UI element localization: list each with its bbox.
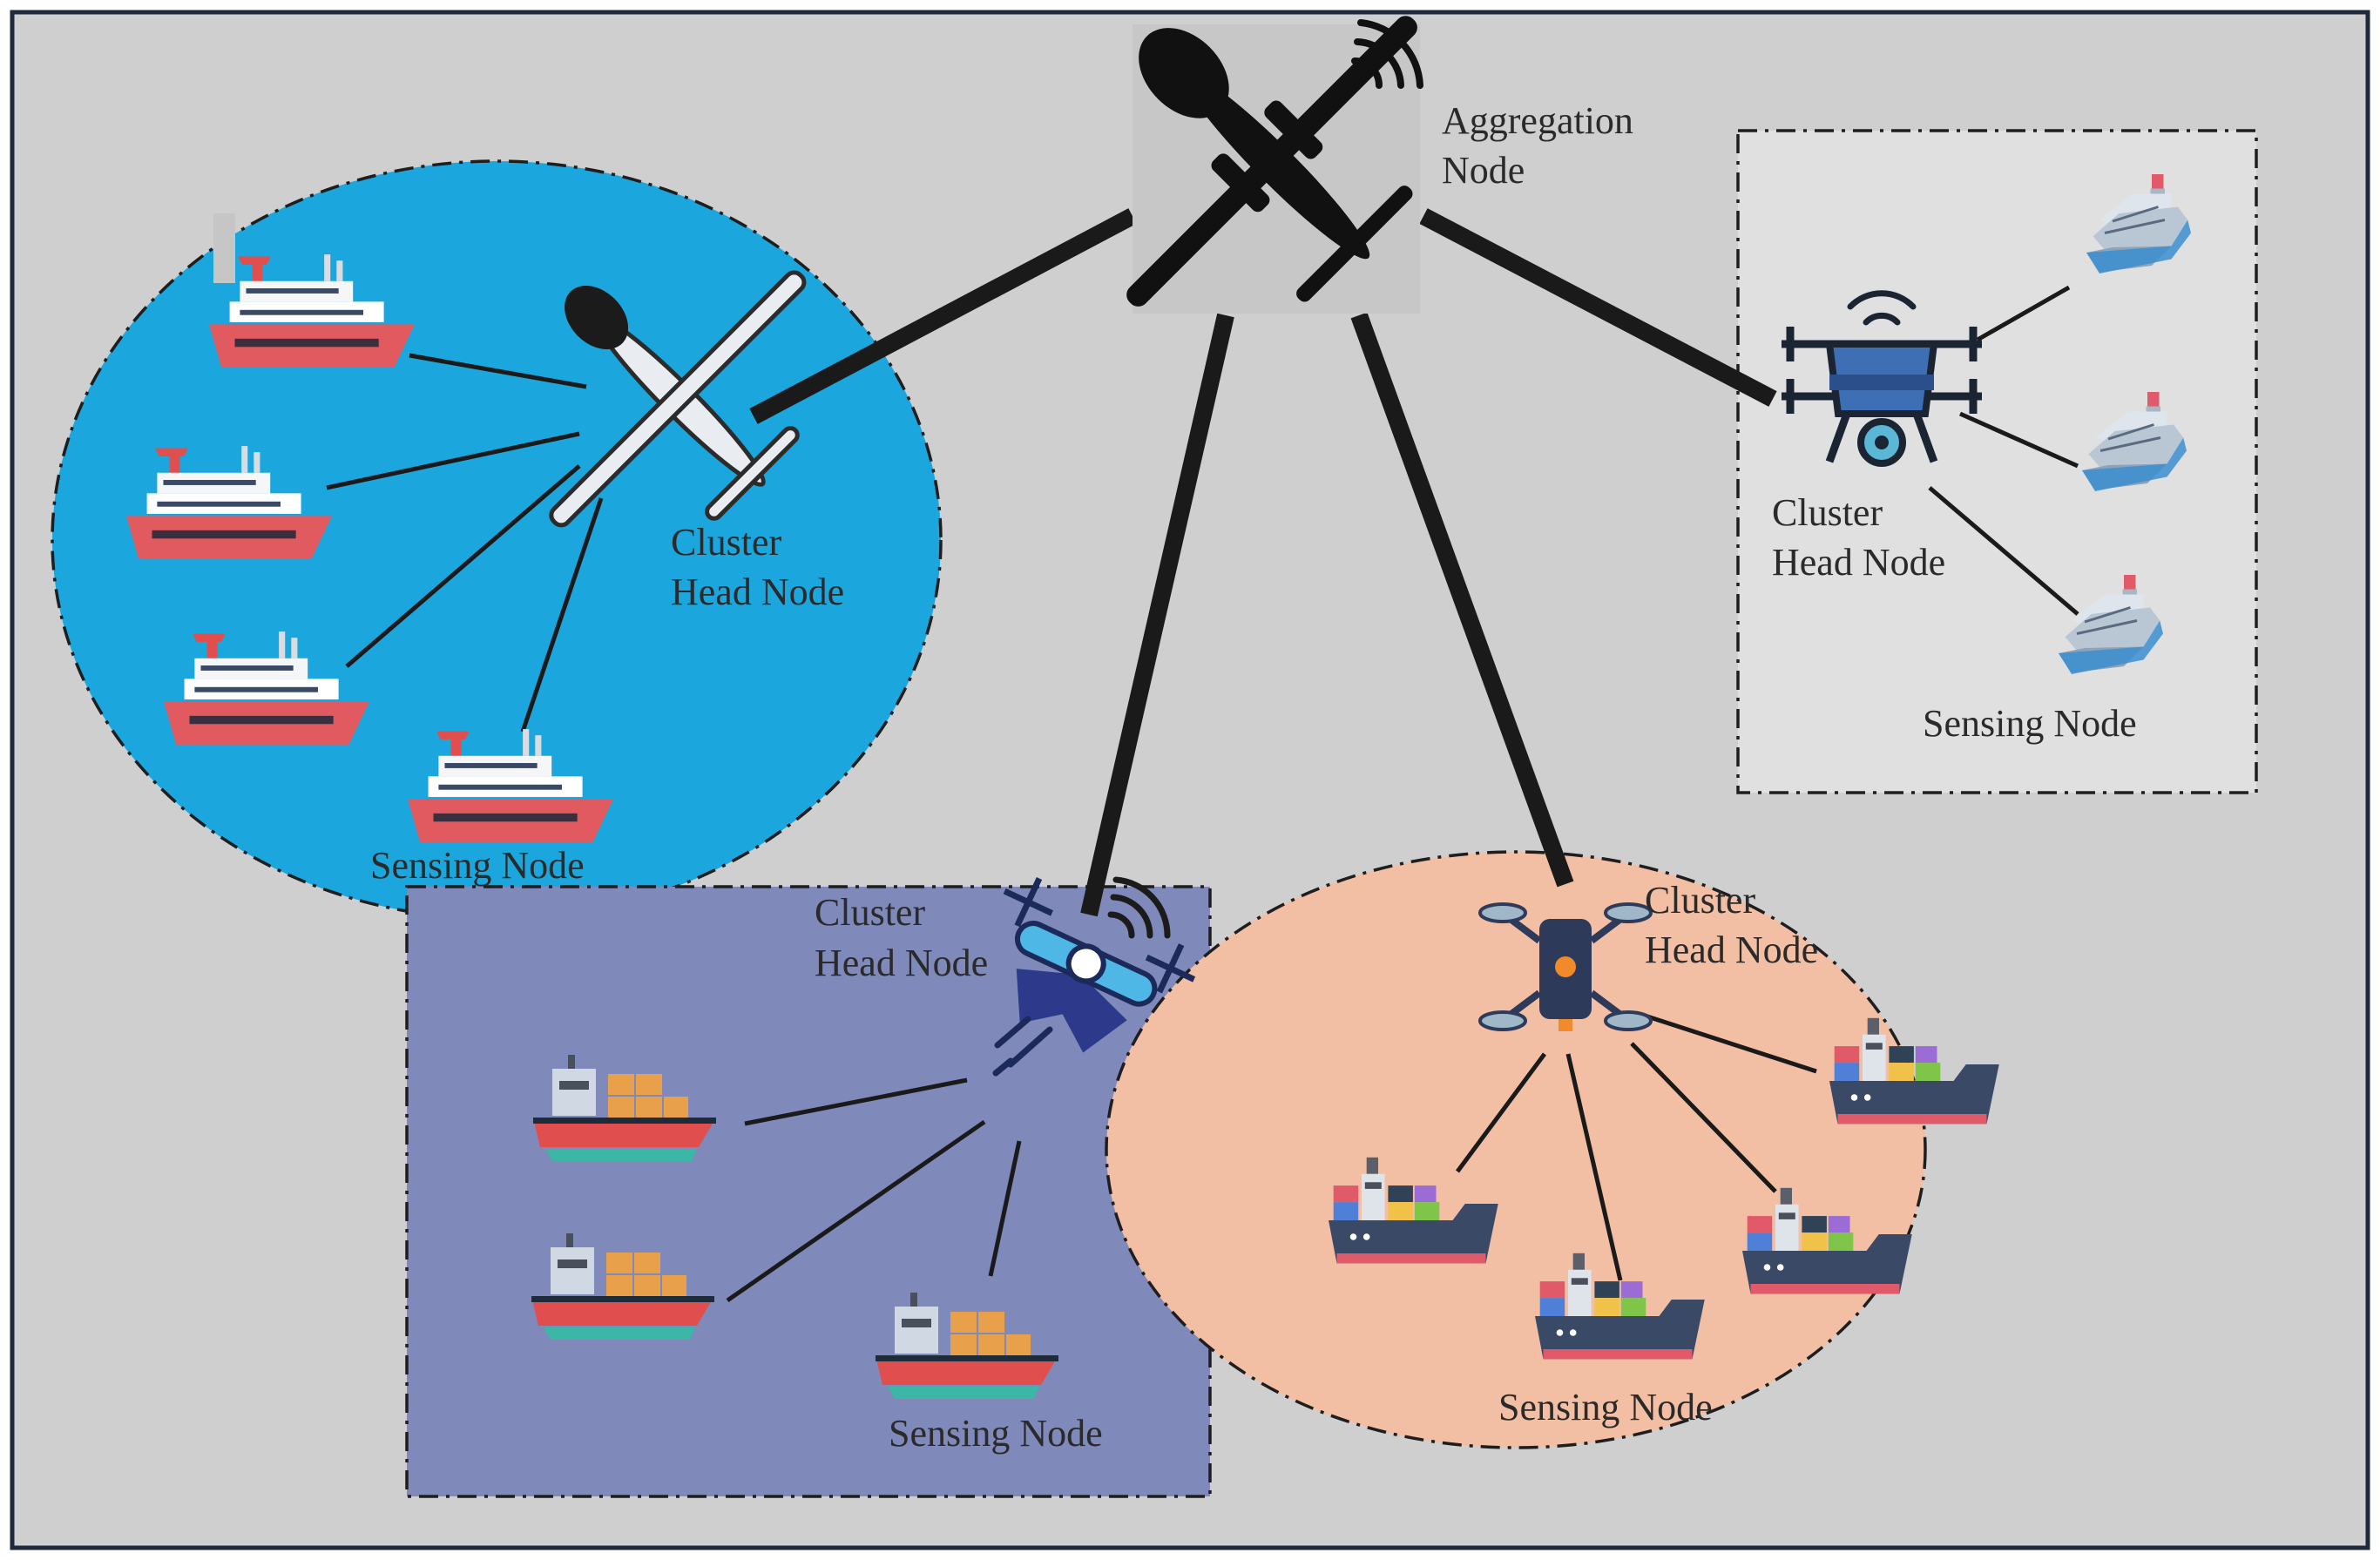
cluster-head-label-1: Cluster — [1772, 491, 1883, 534]
cluster-head-label-2: Head Node — [1772, 541, 1945, 584]
sensing-node-label: Sensing Node — [1923, 702, 2137, 745]
blue-cluster-corner — [213, 213, 235, 283]
blue-cluster: Cluster Head Node Sensing Node — [126, 254, 844, 887]
motion-lines-icon — [992, 1016, 1053, 1077]
cluster-head-label-2: Head Node — [815, 942, 988, 984]
helicopter-drone-icon — [1003, 877, 1196, 1053]
signal-waves-icon — [1107, 876, 1171, 939]
backhaul-links — [749, 208, 1777, 917]
cluster-head-label-1: Cluster — [815, 891, 925, 934]
cluster-head-label-1: Cluster — [1645, 879, 1755, 922]
sensing-node-label: Sensing Node — [370, 844, 585, 887]
aggregation-node: Aggregation Node — [1126, 16, 1633, 314]
quadcopter-camera-drone-icon — [1782, 290, 1982, 467]
cluster-head-label-2: Head Node — [671, 571, 844, 613]
aggregation-label-2: Node — [1442, 149, 1525, 192]
quadcopter-drone-icon — [1478, 902, 1653, 1031]
aggregation-label-1: Aggregation — [1442, 99, 1633, 142]
cluster-head-label-1: Cluster — [671, 521, 781, 564]
sensing-node-label: Sensing Node — [889, 1412, 1103, 1455]
local-links — [326, 285, 2079, 1303]
peach-cluster-region — [1105, 850, 1927, 1449]
surveillance-plane-icon — [549, 270, 807, 528]
link-aggregation-purple — [1080, 313, 1234, 917]
signal-waves-icon — [1351, 19, 1423, 89]
peach-cluster: Cluster Head Node Sensing Node — [1329, 879, 1999, 1428]
grey-cluster: Cluster Head Node Sensing Node — [1772, 172, 2193, 745]
purple-cluster: Cluster Head Node Sensing Node — [531, 876, 1196, 1455]
link-aggregation-peach — [1350, 312, 1574, 888]
sensing-node-label: Sensing Node — [1498, 1386, 1713, 1428]
cluster-head-label-2: Head Node — [1645, 929, 1818, 971]
surveillance-plane-icon — [1126, 16, 1417, 307]
link-aggregation-blue — [749, 208, 1137, 424]
link-aggregation-grey — [1419, 208, 1777, 407]
